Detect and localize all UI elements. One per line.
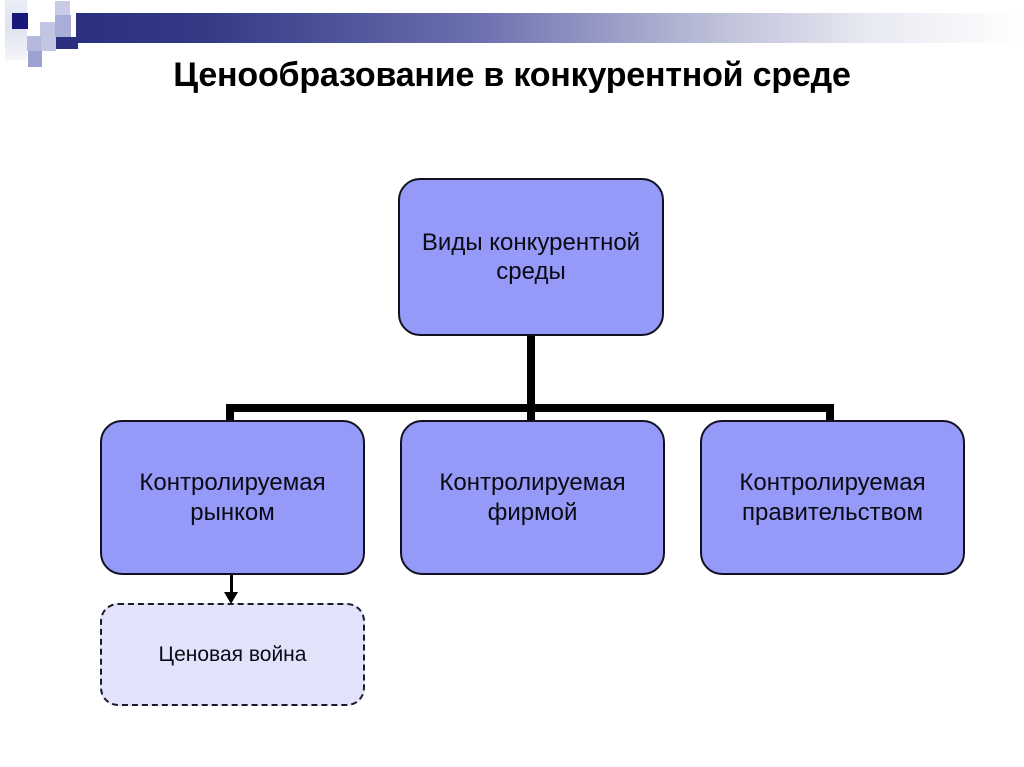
node-price-war[interactable]: Ценовая война <box>100 603 365 706</box>
arrow-shaft-to-price-war <box>230 575 233 596</box>
decoration-square-lavender-2 <box>55 15 71 37</box>
node-controlled-by-market[interactable]: Контролируемая рынком <box>100 420 365 575</box>
connector-drop-left <box>226 404 234 422</box>
node-controlled-by-firm[interactable]: Контролируемая фирмой <box>400 420 665 575</box>
node-price-war-label: Ценовая война <box>158 642 307 666</box>
gradient-bar <box>76 13 1024 43</box>
node-controlled-by-firm-label: Контролируемая фирмой <box>439 469 626 526</box>
decoration-square-lavender-6 <box>28 51 42 67</box>
node-controlled-by-market-label: Контролируемая рынком <box>139 469 326 526</box>
arrow-head-icon <box>224 592 238 604</box>
decoration-square-navy-1 <box>12 13 28 29</box>
decoration-square-navy-2 <box>56 37 78 49</box>
node-controlled-by-government-label: Контролируемая правительством <box>739 469 926 526</box>
decoration-square-lavender-5 <box>41 37 56 51</box>
connector-root-stem <box>527 336 535 408</box>
connector-drop-right <box>826 404 834 422</box>
decoration-square-lavender-1 <box>55 1 70 15</box>
node-root-label: Виды конкурентной среды <box>421 228 641 285</box>
node-controlled-by-government[interactable]: Контролируемая правительством <box>700 420 965 575</box>
header-decoration <box>0 0 1024 70</box>
page-title: Ценообразование в конкурентной среде <box>173 56 851 94</box>
decoration-square-lavender-3 <box>40 22 55 37</box>
connector-drop-middle <box>527 404 535 422</box>
node-root[interactable]: Виды конкурентной среды <box>398 178 664 336</box>
decoration-square-lavender-4 <box>27 36 41 51</box>
